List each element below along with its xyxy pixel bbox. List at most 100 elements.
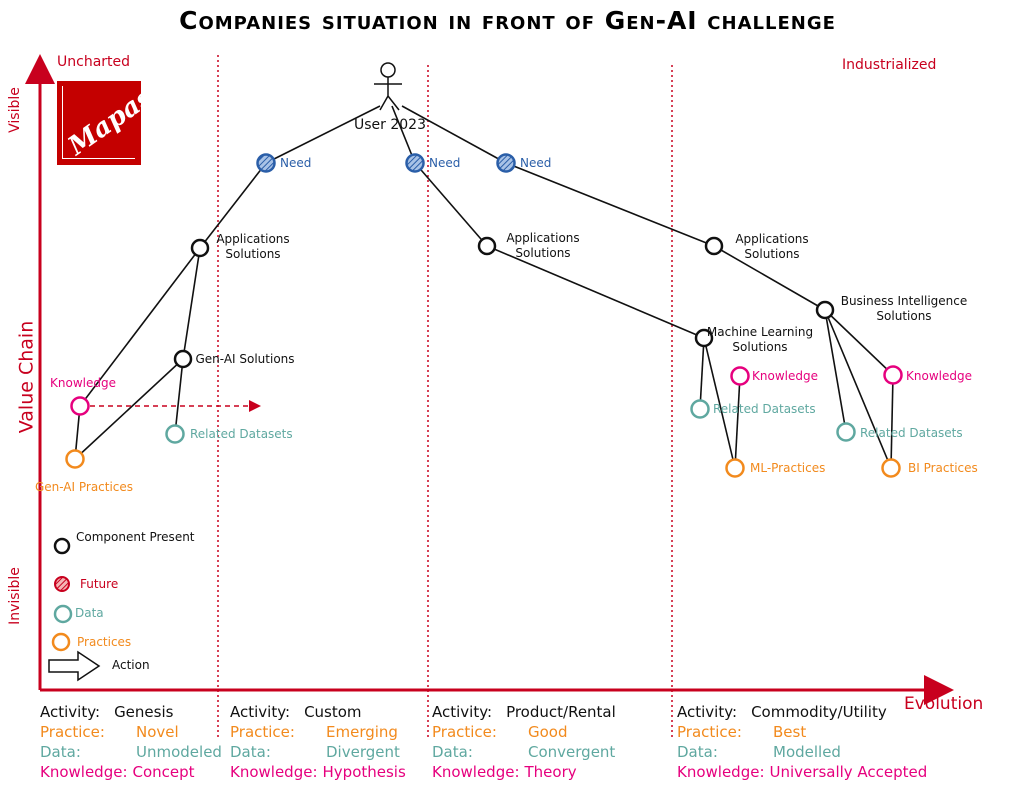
edge-user-need1	[265, 105, 381, 164]
data-node-icon[interactable]	[690, 399, 710, 419]
mapas-logo: Mapas	[57, 81, 158, 165]
legend-action-label: Action	[112, 658, 150, 672]
node-label-bi: Business Intelligence Solutions	[840, 294, 968, 323]
stage-key: Activity:	[230, 703, 291, 721]
edge-app2-ml	[486, 245, 705, 339]
node-label-know1: Knowledge	[50, 376, 116, 390]
stage-value: Product/Rental	[506, 703, 616, 721]
edge-app3-bi	[713, 245, 826, 311]
y-top-label: Visible	[6, 87, 23, 133]
stage-value: Concept	[132, 763, 195, 781]
user-figure-icon	[374, 62, 402, 111]
stage-knowledge-row: Knowledge:Concept	[40, 762, 222, 782]
stage-value: Emerging	[326, 723, 398, 741]
node-label-need3: Need	[520, 156, 552, 170]
component-node-icon[interactable]	[815, 300, 835, 320]
node-label-prac1: Gen-AI Practices	[34, 480, 134, 494]
edge-bi-biprac	[824, 309, 892, 469]
stage-value: Custom	[304, 703, 362, 721]
component-node-icon[interactable]	[190, 238, 210, 258]
component-node-icon[interactable]	[694, 328, 714, 348]
stage-value: Modelled	[773, 743, 841, 761]
legend-future-icon	[54, 576, 70, 592]
edge-genai-prac1	[74, 358, 184, 460]
node-label-know3: Knowledge	[906, 369, 972, 383]
x-axis-label: Evolution	[904, 694, 984, 714]
stage-key: Data:	[432, 743, 473, 761]
node-label-biprac: BI Practices	[908, 461, 978, 475]
node-label-rel2: Related Datasets	[713, 402, 816, 416]
stage-key: Knowledge:	[677, 763, 765, 781]
node-label-genai: Gen-AI Solutions	[195, 352, 295, 366]
data-node-icon[interactable]	[836, 422, 856, 442]
node-label-need2: Need	[429, 156, 461, 170]
node-label-mlprac: ML-Practices	[750, 461, 826, 475]
stage-data-row: Data:Unmodeled	[40, 742, 222, 762]
stage-key: Activity:	[677, 703, 738, 721]
edge-know2-mlprac	[734, 375, 741, 469]
practices-node-icon[interactable]	[881, 458, 901, 478]
edge-app1-know1	[79, 247, 201, 407]
knowledge-node-icon[interactable]	[883, 365, 903, 385]
edge-genai-rel1	[174, 358, 184, 435]
need-node-icon[interactable]	[256, 153, 276, 173]
stage-key: Data:	[40, 743, 81, 761]
stage-key: Knowledge:	[230, 763, 318, 781]
uncharted-label: Uncharted	[57, 54, 131, 70]
stage-value: Divergent	[326, 743, 400, 761]
stage-key: Knowledge:	[40, 763, 128, 781]
edge-app1-genai	[182, 247, 201, 360]
stage-knowledge-row: Knowledge:Theory	[432, 762, 616, 782]
edge-bi-rel3	[824, 309, 847, 433]
stage-key: Knowledge:	[432, 763, 520, 781]
knowledge-node-icon[interactable]	[70, 396, 90, 416]
stage-key: Practice:	[40, 723, 105, 741]
stage-key: Practice:	[432, 723, 497, 741]
stage-practice-row: Practice: Novel	[40, 722, 222, 742]
component-node-icon[interactable]	[704, 236, 724, 256]
edge-bi-know3	[824, 309, 894, 376]
stage-data-row: Data:Modelled	[677, 742, 927, 762]
node-label-rel1: Related Datasets	[190, 427, 293, 441]
legend-data-icon	[53, 604, 73, 624]
stage-data-row: Data:Divergent	[230, 742, 406, 762]
edge-need1-app1	[199, 162, 267, 249]
data-node-icon[interactable]	[165, 424, 185, 444]
edge-ml-mlprac	[703, 337, 736, 469]
stage-activity-row: Activity: Custom	[230, 702, 406, 722]
legend-practices-label: Practices	[77, 635, 132, 649]
stage-value: Commodity/Utility	[751, 703, 887, 721]
component-node-icon[interactable]	[173, 349, 193, 369]
component-node-icon[interactable]	[477, 236, 497, 256]
node-label-ml: Machine Learning Solutions	[706, 325, 814, 354]
edge-know3-biprac	[890, 374, 894, 469]
node-label-app3: Applications Solutions	[735, 232, 809, 261]
legend-future-label: Future	[80, 577, 119, 591]
edge-need2-app2	[414, 162, 488, 247]
practices-node-icon[interactable]	[65, 449, 85, 469]
stage-key: Activity:	[432, 703, 493, 721]
stage-activity-row: Activity: Product/Rental	[432, 702, 616, 722]
stage-value: Genesis	[114, 703, 174, 721]
stage-value: Novel	[136, 723, 179, 741]
need-node-icon[interactable]	[405, 153, 425, 173]
need-node-icon[interactable]	[496, 153, 516, 173]
edge-ml-rel2	[699, 337, 705, 410]
practices-node-icon[interactable]	[725, 458, 745, 478]
knowledge-node-icon[interactable]	[730, 366, 750, 386]
node-label-app1: Applications Solutions	[216, 232, 290, 261]
edge-user-need2	[391, 105, 416, 164]
stage-value: Good	[528, 723, 568, 741]
stage-key: Activity:	[40, 703, 101, 721]
y-bottom-label: Invisible	[6, 567, 23, 625]
edge-user-need3	[401, 105, 507, 164]
node-label-know2: Knowledge	[752, 369, 818, 383]
stage-activity-row: Activity: Genesis	[40, 702, 222, 722]
stage-practice-row: Practice:Best	[677, 722, 927, 742]
